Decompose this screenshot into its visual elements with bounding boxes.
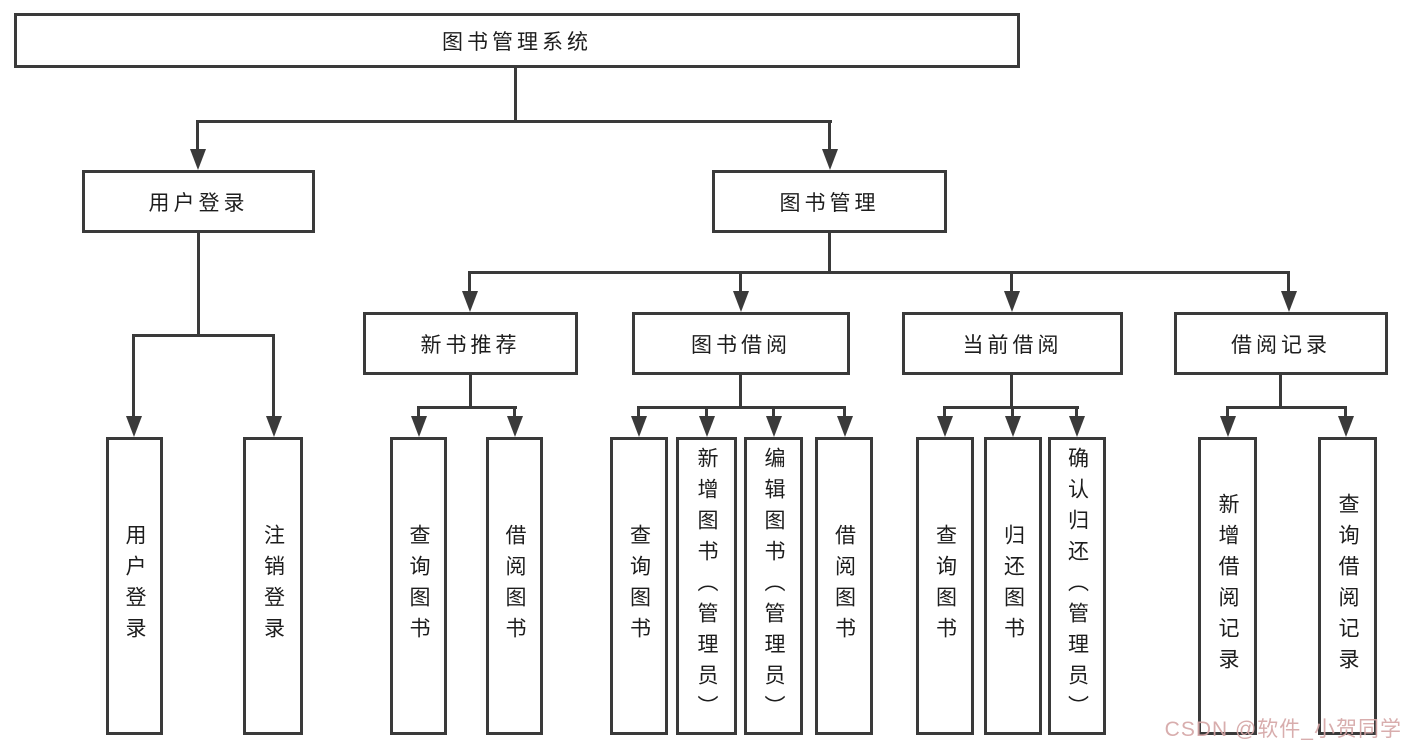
connector-book-borrow-arm	[843, 406, 846, 420]
arrowhead-down-icon	[126, 416, 142, 437]
connector-book-borrow-arm	[705, 406, 708, 420]
node-book-borrow: 图书借阅	[632, 312, 850, 375]
arrowhead-down-icon	[766, 416, 782, 437]
connector-user-login-arm	[132, 334, 135, 421]
node-library-management-system: 图书管理系统	[14, 13, 1020, 68]
leaf-edit-book-admin: 编辑图书（管理员）	[744, 437, 803, 735]
connector-root-arm-left	[196, 120, 199, 154]
arrowhead-down-icon	[462, 291, 478, 312]
leaf-return-book: 归还图书	[984, 437, 1042, 735]
arrowhead-down-icon	[266, 416, 282, 437]
connector-book-mgmt-stem	[828, 233, 831, 273]
arrowhead-down-icon	[631, 416, 647, 437]
node-user-login: 用户登录	[82, 170, 315, 233]
connector-root-stem	[514, 68, 517, 122]
connector-root-arm-right	[828, 120, 831, 154]
leaf-user-login: 用户登录	[106, 437, 163, 735]
connector-book-borrow-stem	[739, 375, 742, 409]
leaf-logout: 注销登录	[243, 437, 303, 735]
connector-borrow-records-arm	[1226, 406, 1229, 420]
connector-user-login-bus	[132, 334, 275, 337]
leaf-query-borrow-record: 查询借阅记录	[1318, 437, 1377, 735]
connector-book-mgmt-arm	[1010, 271, 1013, 296]
leaf-borrow-book-recommend: 借阅图书	[486, 437, 543, 735]
leaf-query-book-recommend: 查询图书	[390, 437, 447, 735]
connector-borrow-records-bus	[1226, 406, 1347, 409]
leaf-add-borrow-record: 新增借阅记录	[1198, 437, 1257, 735]
connector-book-mgmt-arm	[739, 271, 742, 296]
arrowhead-down-icon	[411, 416, 427, 437]
arrowhead-down-icon	[1338, 416, 1354, 437]
node-book-management: 图书管理	[712, 170, 947, 233]
connector-book-borrow-arm	[772, 406, 775, 420]
connector-book-mgmt-bus	[468, 271, 1290, 274]
connector-current-borrow-arm	[1011, 406, 1014, 420]
arrowhead-down-icon	[1220, 416, 1236, 437]
connector-book-mgmt-arm	[1287, 271, 1290, 296]
connector-current-borrow-stem	[1010, 375, 1013, 409]
arrowhead-down-icon	[1004, 291, 1020, 312]
node-borrow-records: 借阅记录	[1174, 312, 1388, 375]
arrowhead-down-icon	[699, 416, 715, 437]
csdn-watermark: CSDN @软件_小贺同学	[1164, 718, 1402, 741]
arrowhead-down-icon	[733, 291, 749, 312]
arrowhead-down-icon	[1005, 416, 1021, 437]
connector-book-borrow-arm	[637, 406, 640, 420]
leaf-borrow-book: 借阅图书	[815, 437, 873, 735]
connector-root-bus	[196, 120, 832, 123]
connector-book-borrow-bus	[637, 406, 846, 409]
node-current-borrow: 当前借阅	[902, 312, 1123, 375]
connector-current-borrow-arm	[1075, 406, 1078, 420]
leaf-query-book-current: 查询图书	[916, 437, 974, 735]
connector-current-borrow-arm	[943, 406, 946, 420]
leaf-query-book-borrow: 查询图书	[610, 437, 668, 735]
connector-new-book-arm	[417, 406, 420, 420]
arrowhead-down-icon	[1069, 416, 1085, 437]
leaf-confirm-return-admin: 确认归还（管理员）	[1048, 437, 1106, 735]
arrowhead-down-icon	[822, 149, 838, 170]
connector-user-login-arm	[272, 334, 275, 421]
connector-user-login-stem	[197, 233, 200, 336]
arrowhead-down-icon	[837, 416, 853, 437]
connector-new-book-arm	[513, 406, 516, 420]
arrowhead-down-icon	[507, 416, 523, 437]
node-new-book-recommend: 新书推荐	[363, 312, 578, 375]
connector-new-book-bus	[417, 406, 517, 409]
arrowhead-down-icon	[937, 416, 953, 437]
connector-borrow-records-stem	[1279, 375, 1282, 409]
connector-book-mgmt-arm	[468, 271, 471, 296]
connector-borrow-records-arm	[1344, 406, 1347, 420]
connector-new-book-stem	[469, 375, 472, 409]
arrowhead-down-icon	[1281, 291, 1297, 312]
arrowhead-down-icon	[190, 149, 206, 170]
leaf-add-book-admin: 新增图书（管理员）	[676, 437, 737, 735]
